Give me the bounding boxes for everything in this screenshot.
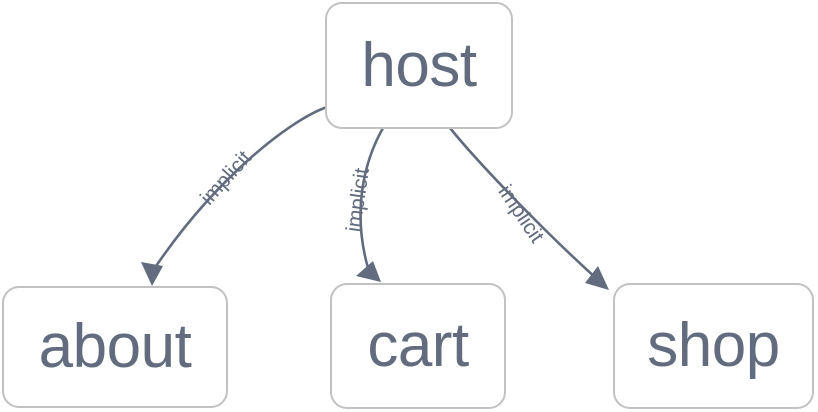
edge-host-about-line — [150, 105, 328, 273]
edge-host-cart[interactable] — [356, 127, 385, 282]
node-shop-label: shop — [647, 311, 780, 380]
edge-host-shop-arrowhead-icon — [585, 266, 609, 290]
edge-host-about[interactable] — [141, 105, 328, 286]
edge-host-cart-line — [359, 127, 385, 269]
edge-host-shop-line — [448, 127, 598, 280]
edge-host-about-arrowhead-icon — [141, 262, 163, 286]
node-host[interactable]: host — [325, 2, 513, 129]
edge-host-shop[interactable] — [448, 127, 609, 290]
node-cart-label: cart — [367, 311, 469, 380]
node-about[interactable]: about — [2, 286, 228, 408]
node-about-label: about — [38, 312, 192, 381]
node-shop[interactable]: shop — [613, 283, 814, 409]
edge-host-cart-arrowhead-icon — [356, 261, 381, 282]
node-host-label: host — [361, 30, 477, 100]
node-cart[interactable]: cart — [330, 283, 506, 409]
